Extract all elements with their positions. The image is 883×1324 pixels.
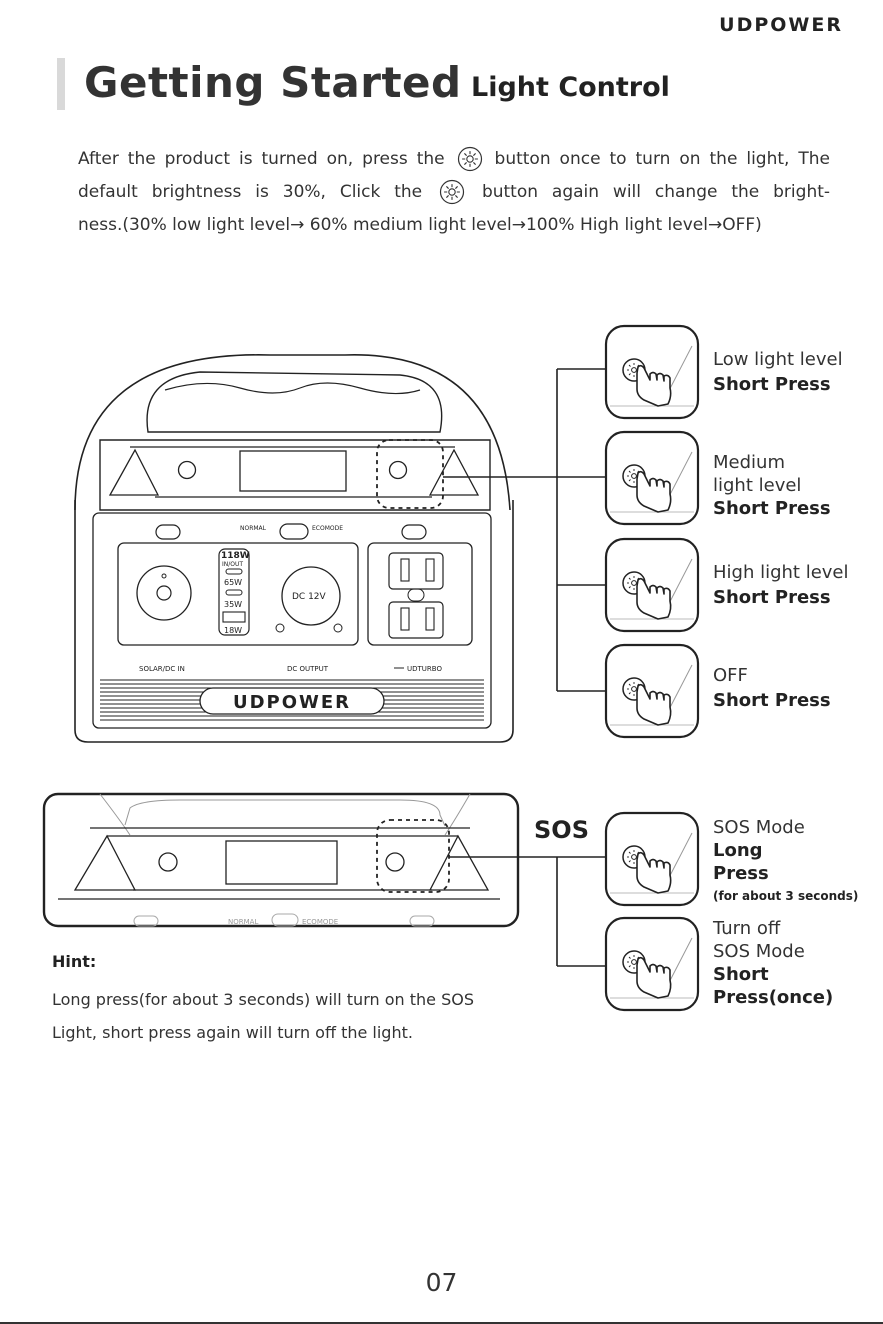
- step-card-medium: [604, 430, 700, 526]
- step-off-label: OFF Short Press: [713, 665, 831, 711]
- sos-on-label: SOS Mode Long Press (for about 3 seconds…: [713, 817, 859, 903]
- page-title: Getting Started: [84, 58, 462, 107]
- title-accent-bar: [57, 58, 65, 110]
- step-connectors: [443, 368, 606, 692]
- label-dc-output: DC OUTPUT: [287, 665, 329, 673]
- label-18w: 18W: [224, 626, 242, 635]
- label-dc12v: DC 12V: [292, 592, 327, 602]
- label-normal: NORMAL: [240, 525, 267, 532]
- hint-line-1: Long press(for about 3 seconds) will tur…: [52, 990, 474, 1009]
- inset-label-normal: NORMAL: [228, 918, 258, 926]
- page-number: 07: [425, 1268, 458, 1297]
- label-ecomode: ECOMODE: [312, 525, 343, 532]
- sos-connectors: [449, 856, 606, 967]
- power-station-drawing: [74, 354, 514, 743]
- sos-inset-drawing: [42, 792, 520, 928]
- step-low-label: Low light level Short Press: [713, 349, 843, 395]
- hint-title: Hint:: [52, 952, 97, 971]
- intro-line-2: default brightness is 30%, Click the but…: [78, 176, 830, 209]
- step-card-low: [604, 324, 700, 420]
- step-high-label: High light level Short Press: [713, 562, 849, 608]
- step-medium-label: Medium light level Short Press: [713, 452, 831, 519]
- device-brand-plate: UDPOWER: [233, 692, 351, 713]
- label-inout: IN/OUT: [222, 561, 243, 568]
- sos-off-label: Turn off SOS Mode Short Press(once): [713, 918, 834, 1008]
- brand-logo: UDPOWER: [719, 14, 843, 36]
- hint-box: Hint: Long press(for about 3 seconds) wi…: [52, 952, 532, 1049]
- label-35w: 35W: [224, 600, 242, 609]
- label-udturbo: UDTURBO: [407, 665, 442, 673]
- section-subtitle: Light Control: [471, 72, 670, 103]
- sos-card-on: [604, 811, 700, 907]
- light-button-icon: [439, 179, 465, 205]
- intro-line-3: ness.(30% low light level→ 60% medium li…: [78, 215, 762, 235]
- sos-card-off: [604, 916, 700, 1012]
- label-118w: 118W: [221, 551, 250, 561]
- label-65w: 65W: [224, 578, 242, 587]
- step-card-high: [604, 537, 700, 633]
- label-solar: SOLAR/DC IN: [139, 665, 185, 673]
- bottom-rule: [0, 1322, 883, 1324]
- intro-line-1: After the product is turned on, press th…: [78, 143, 830, 176]
- light-button-icon: [457, 146, 482, 172]
- hint-line-2: Light, short press again will turn off t…: [52, 1023, 413, 1042]
- intro-paragraph: After the product is turned on, press th…: [78, 143, 830, 242]
- sos-label: SOS: [534, 816, 589, 844]
- step-card-off: [604, 643, 700, 739]
- inset-label-ecomode: ECOMODE: [302, 918, 338, 926]
